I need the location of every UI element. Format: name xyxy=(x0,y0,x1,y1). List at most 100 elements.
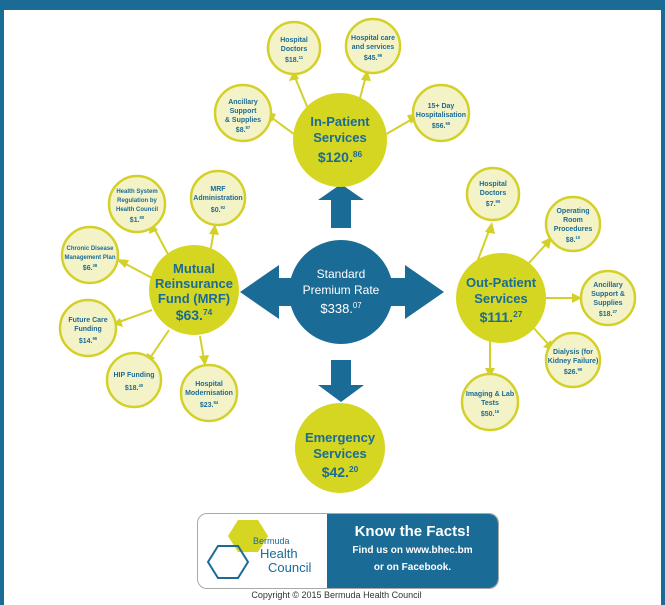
arrow-left xyxy=(240,265,294,319)
svg-text:Regulation by: Regulation by xyxy=(117,198,157,204)
svg-text:Room: Room xyxy=(563,217,583,224)
svg-text:Bermuda: Bermuda xyxy=(253,536,290,546)
svg-text:Management Plan: Management Plan xyxy=(64,255,115,261)
svg-text:Health Council: Health Council xyxy=(116,207,158,213)
svg-text:15+ Day: 15+ Day xyxy=(428,103,455,110)
svg-text:$338.07: $338.07 xyxy=(320,301,361,316)
outpatient-imaging: Imaging & Lab Tests $50.16 xyxy=(460,372,520,432)
svg-text:$45.99: $45.99 xyxy=(364,53,383,62)
outpatient-node: Out-Patient Services $111.27 xyxy=(456,253,546,343)
mrf-health-system-regulation: Health System Regulation by Health Counc… xyxy=(107,174,167,234)
svg-text:Health System: Health System xyxy=(116,189,157,195)
svg-text:$8.10: $8.10 xyxy=(566,235,581,244)
svg-text:$23.84: $23.84 xyxy=(200,400,219,409)
svg-text:Doctors: Doctors xyxy=(281,46,308,53)
bermuda-health-council-logo: Bermuda Health Council xyxy=(206,520,311,579)
find-us-facebook[interactable]: or on Facebook. xyxy=(373,562,452,573)
inpatient-15-day: 15+ Day Hospitalisation $56.65 xyxy=(411,83,471,143)
svg-text:Kidney Failure): Kidney Failure) xyxy=(548,358,599,365)
svg-text:$26.99: $26.99 xyxy=(564,367,583,376)
outpatient-ancillary: Ancillary Support & Supplies $18.27 xyxy=(579,269,637,327)
svg-text:MRF: MRF xyxy=(210,186,226,193)
outpatient-dialysis: Dialysis (for Kidney Failure) $26.99 xyxy=(544,331,602,389)
top-banner xyxy=(4,0,665,10)
svg-text:$1.80: $1.80 xyxy=(130,215,145,224)
mrf-chronic-disease: Chronic Disease Management Plan $6.38 xyxy=(60,225,120,285)
svg-text:$120.86: $120.86 xyxy=(318,149,363,165)
premium-diagram: Standard Premium Rate $338.07 In-Patient… xyxy=(58,17,637,493)
svg-text:Hospital care: Hospital care xyxy=(351,35,395,42)
svg-text:Doctors: Doctors xyxy=(480,190,507,197)
svg-text:$111.27: $111.27 xyxy=(480,309,523,325)
svg-text:Services: Services xyxy=(313,130,367,145)
svg-text:Modernisation: Modernisation xyxy=(185,390,233,397)
svg-text:HIP Funding: HIP Funding xyxy=(113,372,154,379)
copyright-notice: Copyright © 2015 Bermuda Health Council xyxy=(251,590,422,600)
svg-text:Support: Support xyxy=(230,108,257,115)
center-node: Standard Premium Rate $338.07 xyxy=(289,240,393,344)
find-us-website[interactable]: Find us on www.bhec.bm xyxy=(352,545,473,556)
svg-text:Hospital: Hospital xyxy=(195,381,223,388)
inpatient-hospital-doctors: Hospital Doctors $18.11 xyxy=(266,20,322,76)
svg-text:Fund (MRF): Fund (MRF) xyxy=(158,291,230,306)
mrf-administration: MRF Administration $0.92 xyxy=(189,169,247,227)
mrf-future-care: Future Care Funding $14.96 xyxy=(58,298,118,358)
svg-text:Reinsurance: Reinsurance xyxy=(155,276,233,291)
svg-text:Support &: Support & xyxy=(591,291,625,298)
svg-text:Health: Health xyxy=(260,546,298,561)
outpatient-hospital-doctors: Hospital Doctors $7.95 xyxy=(465,166,521,222)
svg-text:Dialysis (for: Dialysis (for xyxy=(553,349,593,356)
svg-text:$50.16: $50.16 xyxy=(481,409,500,418)
know-the-facts-panel: Know the Facts! Find us on www.bhec.bm o… xyxy=(327,514,498,588)
svg-text:$18.27: $18.27 xyxy=(599,309,618,318)
svg-text:Tests: Tests xyxy=(481,400,499,407)
svg-text:and services: and services xyxy=(352,44,395,51)
svg-text:Imaging & Lab: Imaging & Lab xyxy=(466,391,514,398)
svg-text:Out-Patient: Out-Patient xyxy=(466,275,537,290)
svg-text:Emergency: Emergency xyxy=(305,430,376,445)
svg-text:Mutual: Mutual xyxy=(173,261,215,276)
svg-text:$0.92: $0.92 xyxy=(211,205,226,214)
svg-text:$14.96: $14.96 xyxy=(79,336,98,345)
svg-text:In-Patient: In-Patient xyxy=(310,114,370,129)
outpatient-operating-room: Operating Room Procedures $8.10 xyxy=(544,195,602,253)
svg-text:Hospitalisation: Hospitalisation xyxy=(416,112,466,119)
svg-text:Services: Services xyxy=(474,291,528,306)
svg-text:$18.11: $18.11 xyxy=(285,55,304,64)
mrf-node: Mutual Reinsurance Fund (MRF) $63.74 xyxy=(149,245,239,335)
svg-text:Future Care: Future Care xyxy=(68,317,107,324)
mrf-hip-funding: HIP Funding $18.40 xyxy=(105,351,163,409)
arrow-right xyxy=(388,265,444,319)
svg-text:$56.65: $56.65 xyxy=(432,121,451,130)
inpatient-hospital-care: Hospital care and services $45.99 xyxy=(344,17,402,75)
svg-text:$18.40: $18.40 xyxy=(125,383,144,392)
svg-text:$7.95: $7.95 xyxy=(486,199,501,208)
svg-text:$8.87: $8.87 xyxy=(236,125,251,134)
svg-text:Services: Services xyxy=(313,446,367,461)
footer-banner: Bermuda Health Council Know the Facts! F… xyxy=(197,513,499,589)
emergency-node: Emergency Services $42.20 xyxy=(295,403,385,493)
svg-text:Premium Rate: Premium Rate xyxy=(303,283,380,297)
svg-text:Ancillary: Ancillary xyxy=(593,282,623,289)
svg-text:Council: Council xyxy=(268,560,311,575)
svg-text:$6.38: $6.38 xyxy=(83,263,98,272)
svg-text:Supplies: Supplies xyxy=(593,300,622,307)
arrow-up xyxy=(311,184,371,228)
arrow-down xyxy=(311,360,371,402)
svg-text:& Supplies: & Supplies xyxy=(225,117,261,124)
svg-text:Funding: Funding xyxy=(74,326,102,333)
svg-text:$42.20: $42.20 xyxy=(322,464,359,480)
svg-text:$63.74: $63.74 xyxy=(176,307,213,323)
svg-text:Standard: Standard xyxy=(317,267,366,281)
inpatient-ancillary: Ancillary Support & Supplies $8.87 xyxy=(213,83,273,143)
inpatient-node: In-Patient Services $120.86 xyxy=(293,93,387,187)
svg-text:Procedures: Procedures xyxy=(554,226,593,233)
svg-text:Hospital: Hospital xyxy=(280,37,308,44)
mrf-hospital-modernisation: Hospital Modernisation $23.84 xyxy=(179,363,239,423)
know-the-facts-heading: Know the Facts! xyxy=(354,523,471,540)
svg-text:Hospital: Hospital xyxy=(479,181,507,188)
svg-text:Operating: Operating xyxy=(556,208,589,215)
svg-text:Ancillary: Ancillary xyxy=(228,99,258,106)
svg-text:Administration: Administration xyxy=(193,195,242,202)
svg-text:Chronic Disease: Chronic Disease xyxy=(66,246,114,252)
